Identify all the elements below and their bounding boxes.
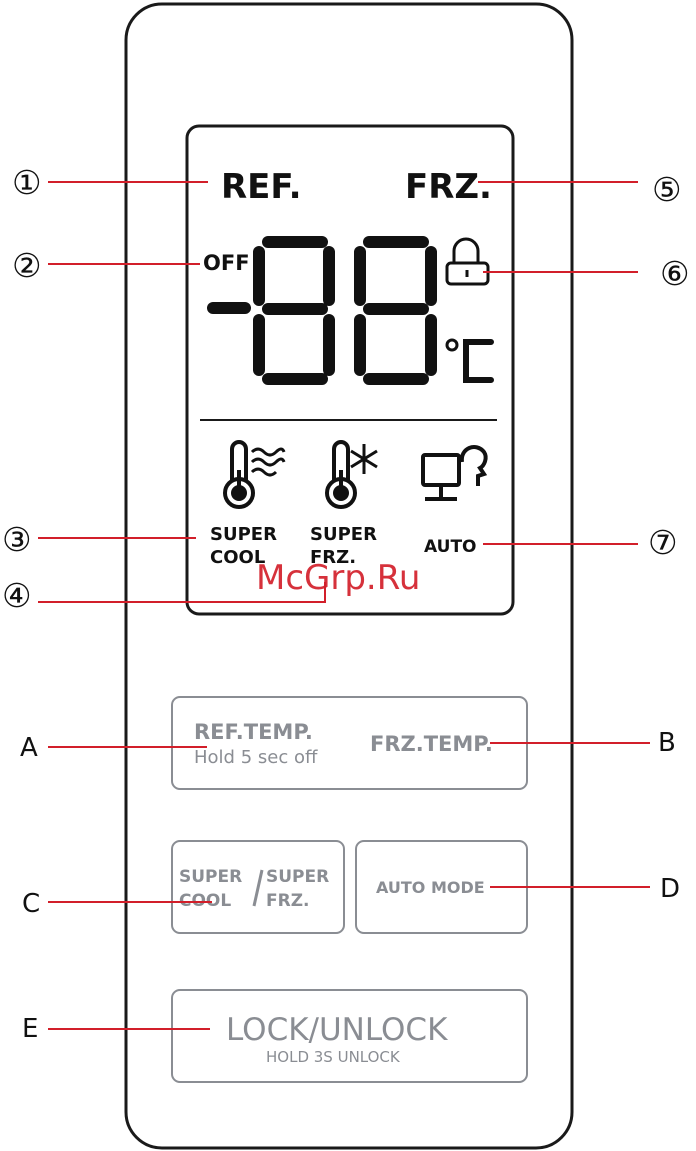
callout-2: ② [12, 246, 42, 285]
super-frz-label-1: SUPER [310, 524, 377, 545]
callout-6: ⑥ [660, 254, 690, 293]
callout-b: B [658, 728, 676, 758]
watermark: McGrp.Ru [256, 558, 420, 598]
callout-1: ① [12, 163, 42, 202]
minus-segment [207, 302, 251, 314]
callout-e: E [22, 1014, 38, 1044]
lock-unlock-button-sublabel: HOLD 3S UNLOCK [266, 1048, 401, 1066]
auto-label: AUTO [424, 537, 477, 557]
frz-temp-button-label: FRZ.TEMP. [370, 732, 493, 756]
callout-a: A [20, 733, 38, 763]
callout-4: ④ [2, 576, 32, 615]
callout-c: C [22, 889, 40, 919]
frz-indicator: FRZ. [405, 167, 492, 207]
callout-5: ⑤ [652, 170, 682, 209]
ref-indicator: REF. [221, 167, 302, 207]
callout-7: ⑦ [648, 523, 678, 562]
auto-mode-button-label: AUTO MODE [376, 878, 485, 897]
callout-d: D [660, 874, 680, 904]
super-cool-label-1: SUPER [210, 524, 277, 545]
super-frz-button-line1: SUPER [266, 867, 329, 887]
super-cool-button-line1: SUPER [179, 867, 242, 887]
super-frz-button-line2: FRZ. [266, 891, 310, 911]
ref-temp-button-sublabel: Hold 5 sec off [194, 747, 318, 768]
off-indicator: OFF [203, 251, 250, 275]
callout-3: ③ [2, 520, 32, 559]
ref-temp-button-label: REF.TEMP. [194, 720, 313, 744]
lock-unlock-button-label: LOCK/UNLOCK [226, 1012, 448, 1048]
